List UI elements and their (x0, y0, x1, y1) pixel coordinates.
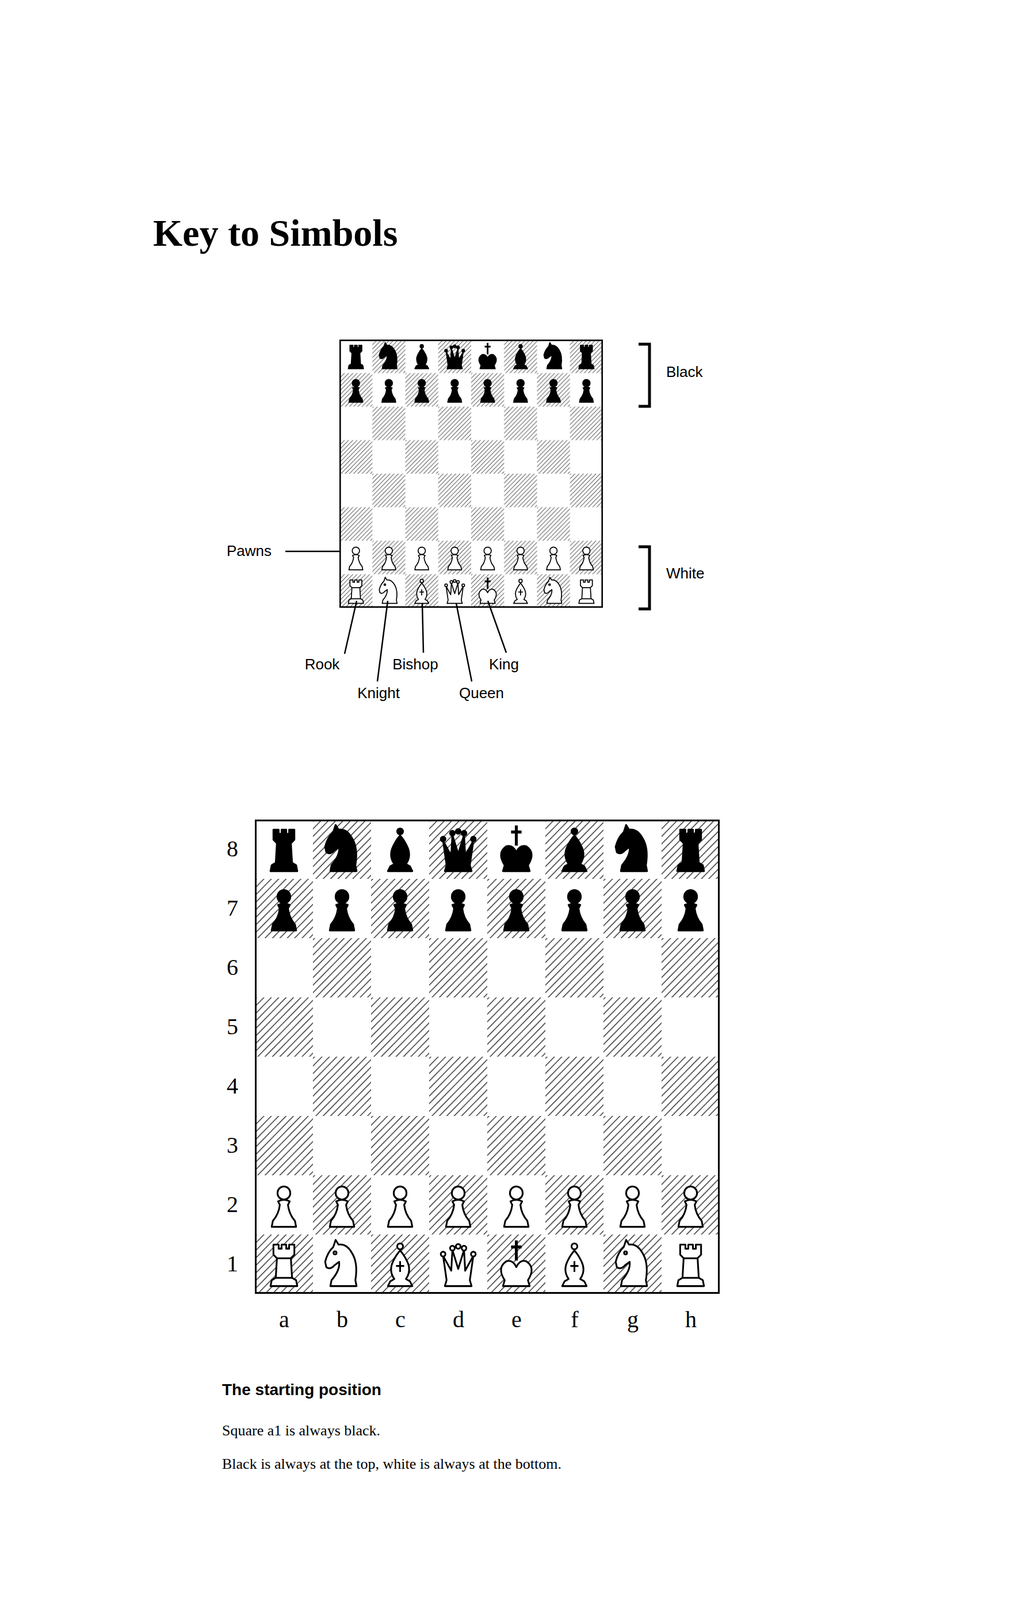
key-chessboard (339, 339, 603, 608)
file-letter: b (336, 1305, 349, 1333)
side-label: Black (666, 363, 703, 381)
figure-caption: The starting position (222, 1380, 382, 1399)
rank-number: 1 (226, 1250, 239, 1277)
note-text: Square a1 is always black. (222, 1421, 381, 1439)
leader-line (456, 602, 472, 682)
leader-line (422, 602, 424, 653)
rank-number: 6 (226, 953, 239, 981)
file-letter: c (395, 1305, 406, 1333)
rank-number: 2 (226, 1190, 239, 1218)
bracket (638, 344, 650, 407)
board-frame (339, 339, 603, 607)
board-frame (256, 820, 720, 1293)
leader-line (377, 600, 388, 682)
side-label: White (666, 564, 705, 583)
board-squares (254, 819, 720, 1294)
file-letter: h (685, 1305, 697, 1333)
piece-label: Queen (459, 684, 504, 702)
chess-pieces (348, 342, 594, 603)
note-text: Black is always at the top, white is alw… (222, 1454, 562, 1473)
rank-number: 8 (226, 835, 239, 862)
bracket (638, 546, 650, 609)
board-squares (339, 339, 603, 608)
rank-number: 7 (226, 894, 239, 922)
piece-label: Pawns (226, 542, 272, 560)
page-title: Key to Simbols (153, 211, 398, 255)
leader-line (487, 600, 507, 653)
rank-number: 4 (226, 1072, 239, 1099)
piece-label: Rook (304, 655, 340, 674)
file-letter: g (627, 1305, 639, 1333)
file-letter: d (452, 1305, 465, 1333)
file-letter: e (511, 1305, 522, 1333)
leader-line (285, 550, 340, 553)
rank-number: 3 (226, 1131, 239, 1159)
main-chessboard (254, 819, 720, 1294)
file-letter: a (279, 1305, 290, 1333)
piece-label: Knight (357, 684, 400, 702)
piece-label: Bishop (392, 655, 439, 674)
file-letter: f (570, 1305, 579, 1333)
piece-label: King (488, 655, 519, 674)
chess-pieces (270, 824, 704, 1286)
rank-number: 5 (226, 1013, 239, 1040)
leader-line (344, 600, 357, 654)
